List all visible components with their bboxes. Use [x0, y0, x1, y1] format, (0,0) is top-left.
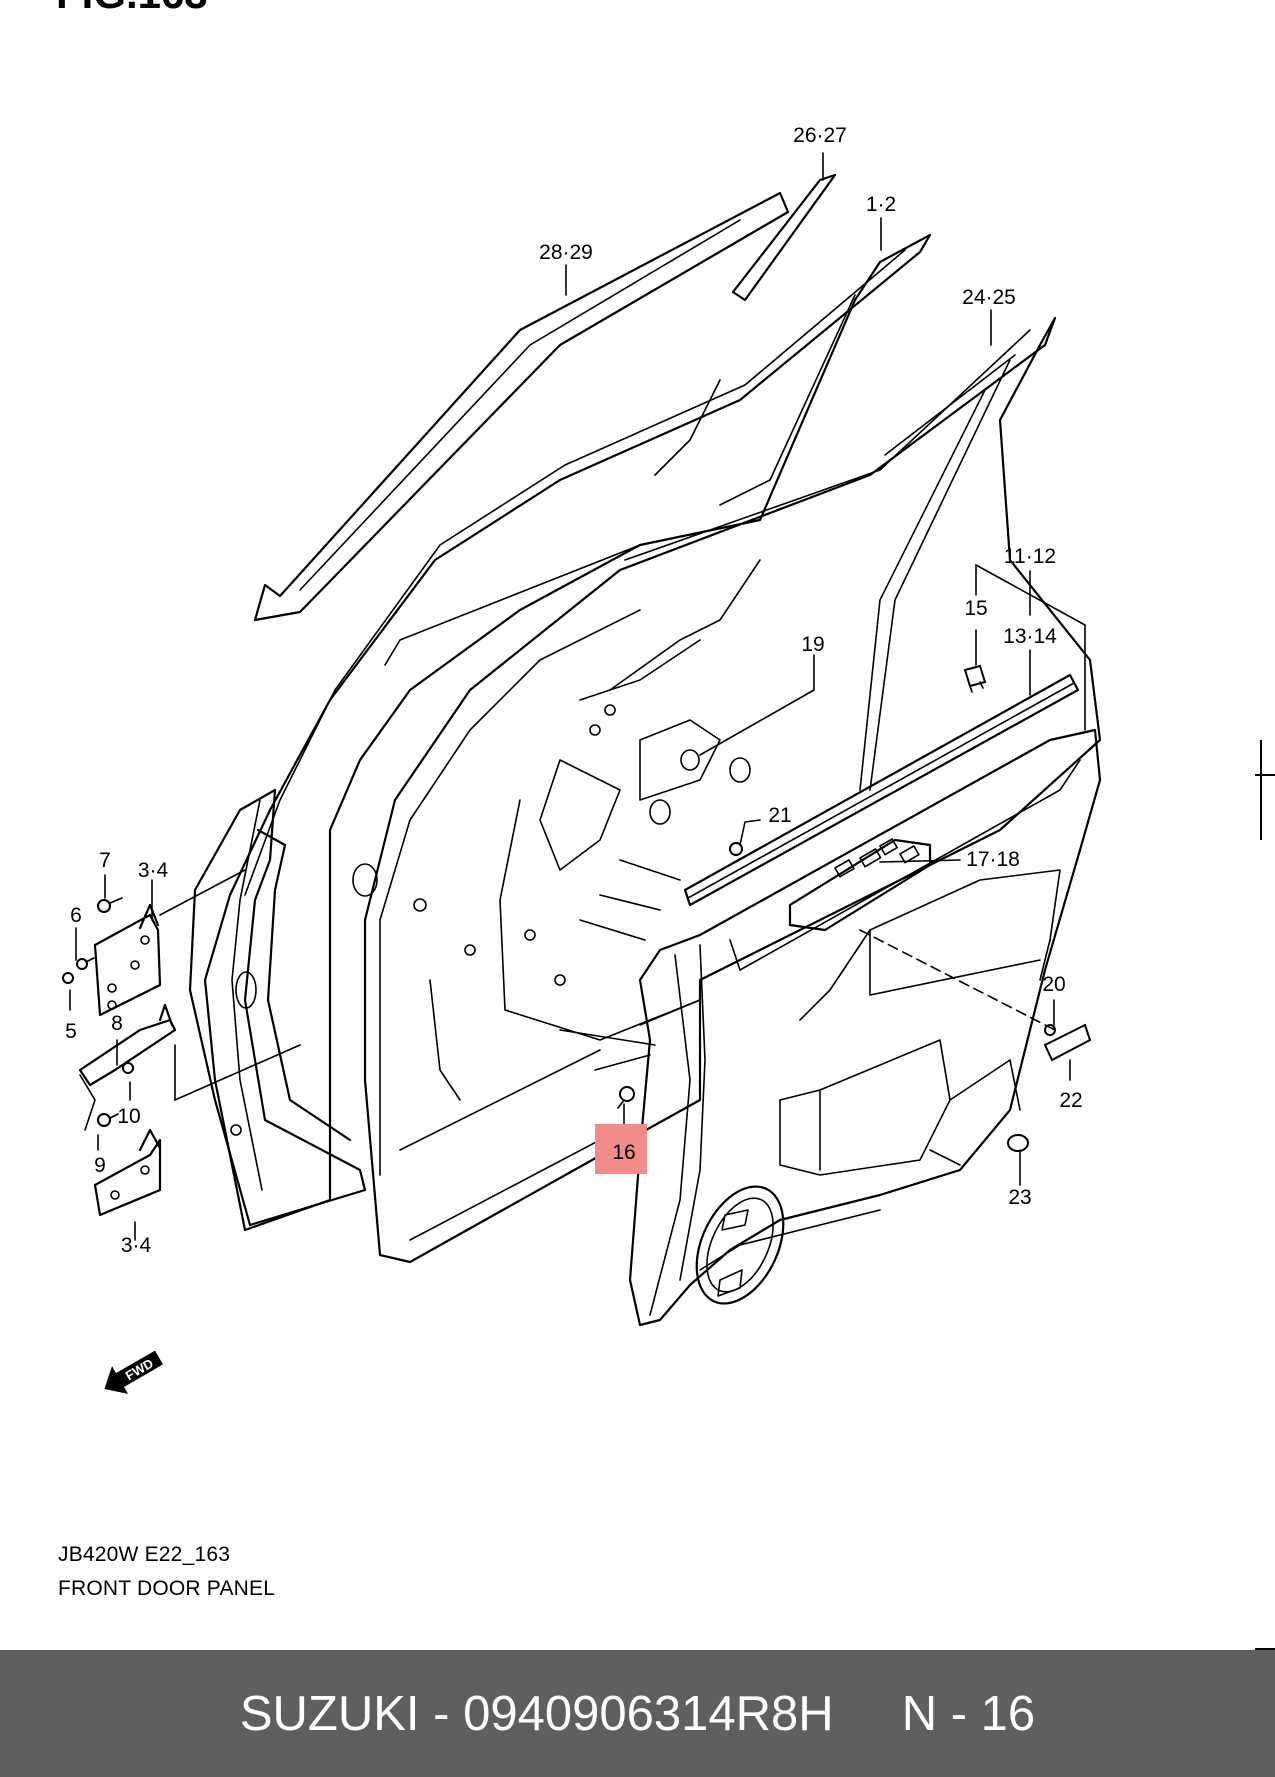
footer-separator: - [419, 1686, 464, 1741]
callout-labels: 26·27 1·2 28·29 24·25 11·12 15 13·14 19 … [65, 124, 1083, 1257]
callout-7: 7 [99, 849, 111, 872]
diagram-title: FRONT DOOR PANEL [58, 1577, 276, 1600]
plug-23 [1007, 1134, 1029, 1152]
callout-16: 16 [612, 1141, 635, 1164]
edge-mark-tick [1255, 774, 1275, 776]
door-outer-shell [188, 788, 367, 1227]
footer-brand: SUZUKI [239, 1686, 420, 1741]
door-check [78, 1003, 177, 1087]
callout-11-12: 11·12 [1004, 545, 1056, 568]
belt-moulding [683, 673, 1080, 907]
callout-28-29: 28·29 [539, 241, 593, 264]
callout-21: 21 [768, 804, 791, 827]
callout-5: 5 [65, 1020, 77, 1043]
callout-8: 8 [111, 1012, 123, 1035]
window-channel-trim [253, 173, 837, 622]
leader-lines [69, 152, 1086, 1241]
hinge-upper [93, 903, 162, 1017]
edge-mark-upper [1260, 740, 1262, 840]
cap-22 [1043, 1023, 1092, 1062]
clip-21 [729, 842, 743, 856]
footer-ref: N - 16 [901, 1686, 1036, 1741]
callout-17-18: 17·18 [966, 848, 1020, 871]
callout-26-27: 26·27 [793, 124, 847, 147]
callout-19: 19 [801, 633, 824, 656]
front-door-panel-diagram: 26·27 1·2 28·29 24·25 11·12 15 13·14 19 … [62, 124, 1102, 1394]
callout-3-4-lower: 3·4 [121, 1234, 152, 1257]
callout-24-25: 24·25 [962, 286, 1016, 309]
callout-10: 10 [117, 1105, 140, 1128]
hinge-lower [93, 1128, 162, 1217]
callout-20: 20 [1042, 973, 1065, 996]
callout-23: 23 [1008, 1186, 1031, 1209]
power-window-switch [788, 838, 932, 932]
footer-part-number: 0940906314R8H [463, 1686, 834, 1741]
callout-3-4-upper: 3·4 [138, 859, 169, 882]
highlight-box [595, 1124, 647, 1174]
callout-9: 9 [94, 1154, 106, 1177]
screw-20 [1044, 1024, 1056, 1036]
callout-15: 15 [964, 597, 987, 620]
callout-13-14: 13·14 [1003, 625, 1057, 648]
callout-22: 22 [1059, 1089, 1082, 1112]
callout-6: 6 [70, 904, 82, 927]
door-inner-panel [352, 316, 1102, 1264]
footer-gap [834, 1686, 902, 1742]
fwd-arrow-icon: FWD [104, 1350, 163, 1394]
hinge-bolts [62, 897, 134, 1127]
screw-16 [617, 1086, 635, 1109]
callout-1-2: 1·2 [866, 193, 896, 216]
edge-mark-lower [1255, 1648, 1275, 1650]
clip-15 [963, 664, 987, 693]
part-footer: SUZUKI - 0940906314R8H N - 16 [0, 1650, 1275, 1777]
door-outer-frame [203, 233, 932, 1232]
figure-header: FIG.163 [56, 0, 208, 18]
speaker-grille [695, 1185, 785, 1305]
diagram-code: JB420W E22_163 [58, 1543, 231, 1566]
